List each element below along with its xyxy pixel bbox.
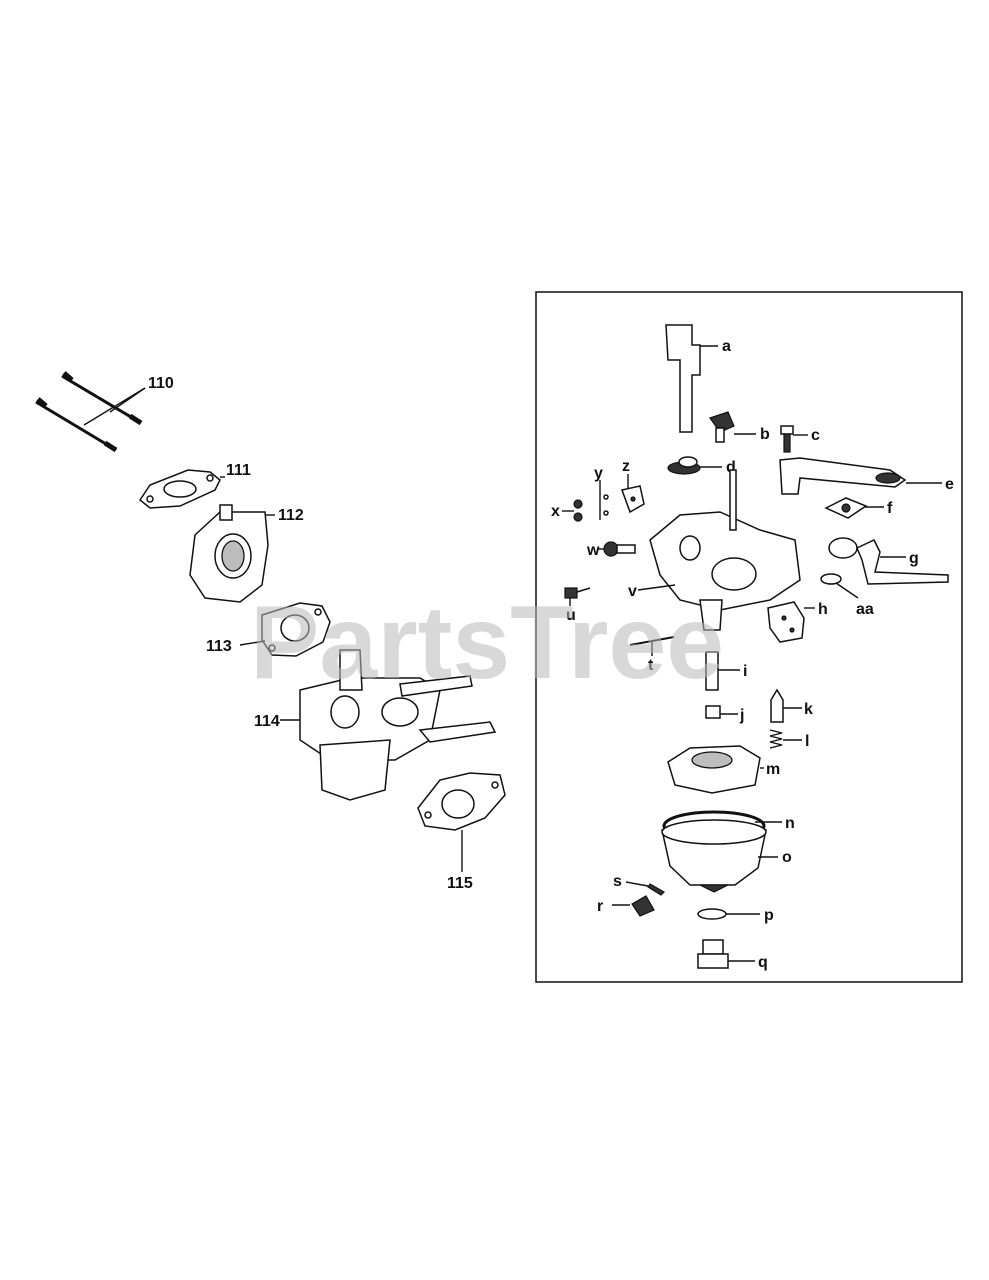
label-t: t xyxy=(648,657,654,674)
label-h: h xyxy=(818,601,828,618)
label-w: w xyxy=(586,542,600,559)
label-d: d xyxy=(726,459,736,476)
label-aa: aa xyxy=(856,601,874,618)
label-111: 111 xyxy=(226,462,251,479)
label-e: e xyxy=(945,476,954,493)
part-p-washer[interactable] xyxy=(697,908,760,920)
part-c-screw[interactable] xyxy=(780,425,808,453)
part-z-choke-plate[interactable] xyxy=(621,474,645,514)
label-o: o xyxy=(782,849,792,866)
part-e-throttle-lever[interactable] xyxy=(779,457,942,495)
part-aa-washer[interactable] xyxy=(820,573,859,599)
part-f-plate[interactable] xyxy=(824,497,884,519)
watermark-logo: PartsTree xyxy=(250,585,724,701)
label-j: j xyxy=(739,707,744,724)
part-w-idle-screw[interactable] xyxy=(597,541,636,557)
label-p: p xyxy=(764,907,774,924)
part-y-washers[interactable] xyxy=(599,480,609,520)
part-x-screws[interactable] xyxy=(562,499,583,522)
part-t-needle[interactable] xyxy=(629,636,675,656)
part-h-gasket[interactable] xyxy=(767,601,815,643)
label-115: 115 xyxy=(447,875,473,892)
detail-box xyxy=(535,291,963,983)
label-112: 112 xyxy=(278,507,304,524)
label-n: n xyxy=(785,815,795,832)
part-j-jet[interactable] xyxy=(705,705,738,719)
part-o-float-bowl[interactable] xyxy=(661,819,778,893)
part-d-cap[interactable] xyxy=(667,456,722,475)
part-a-choke-shaft[interactable] xyxy=(665,324,718,433)
part-v-carburetor-body[interactable] xyxy=(637,469,801,631)
label-114: 114 xyxy=(254,713,280,730)
part-113-gasket[interactable] xyxy=(239,602,331,657)
part-b-screw[interactable] xyxy=(709,411,756,443)
label-a: a xyxy=(722,338,731,355)
part-k-float-needle[interactable] xyxy=(770,688,802,723)
label-m: m xyxy=(766,761,780,778)
label-110: 110 xyxy=(148,375,174,392)
part-115-gasket[interactable] xyxy=(417,772,506,872)
label-x: x xyxy=(551,503,560,520)
part-m-float[interactable] xyxy=(667,745,764,794)
label-113: 113 xyxy=(206,638,232,655)
label-l: l xyxy=(805,733,809,750)
label-y: y xyxy=(594,465,603,482)
part-110-studs[interactable] xyxy=(35,371,146,453)
part-i-emulsion-tube[interactable] xyxy=(705,651,740,691)
part-r-screw[interactable] xyxy=(612,895,655,917)
part-g-lever[interactable] xyxy=(828,537,949,585)
label-z: z xyxy=(622,458,630,475)
label-r: r xyxy=(597,898,603,915)
part-111-gasket[interactable] xyxy=(138,469,225,509)
label-u: u xyxy=(566,607,576,624)
label-k: k xyxy=(804,701,813,718)
label-q: q xyxy=(758,954,768,971)
part-u-pilot-screw[interactable] xyxy=(564,587,591,606)
label-s: s xyxy=(613,873,622,890)
label-v: v xyxy=(628,583,637,600)
part-114-carburetor-assembly[interactable] xyxy=(280,649,497,801)
label-i: i xyxy=(743,663,747,680)
label-f: f xyxy=(887,500,893,517)
label-b: b xyxy=(760,426,770,443)
label-g: g xyxy=(909,550,919,567)
label-c: c xyxy=(811,427,820,444)
part-l-spring[interactable] xyxy=(769,729,802,749)
part-s-pin[interactable] xyxy=(625,881,665,896)
part-q-bolt[interactable] xyxy=(697,939,755,969)
part-112-insulator[interactable] xyxy=(189,504,275,603)
